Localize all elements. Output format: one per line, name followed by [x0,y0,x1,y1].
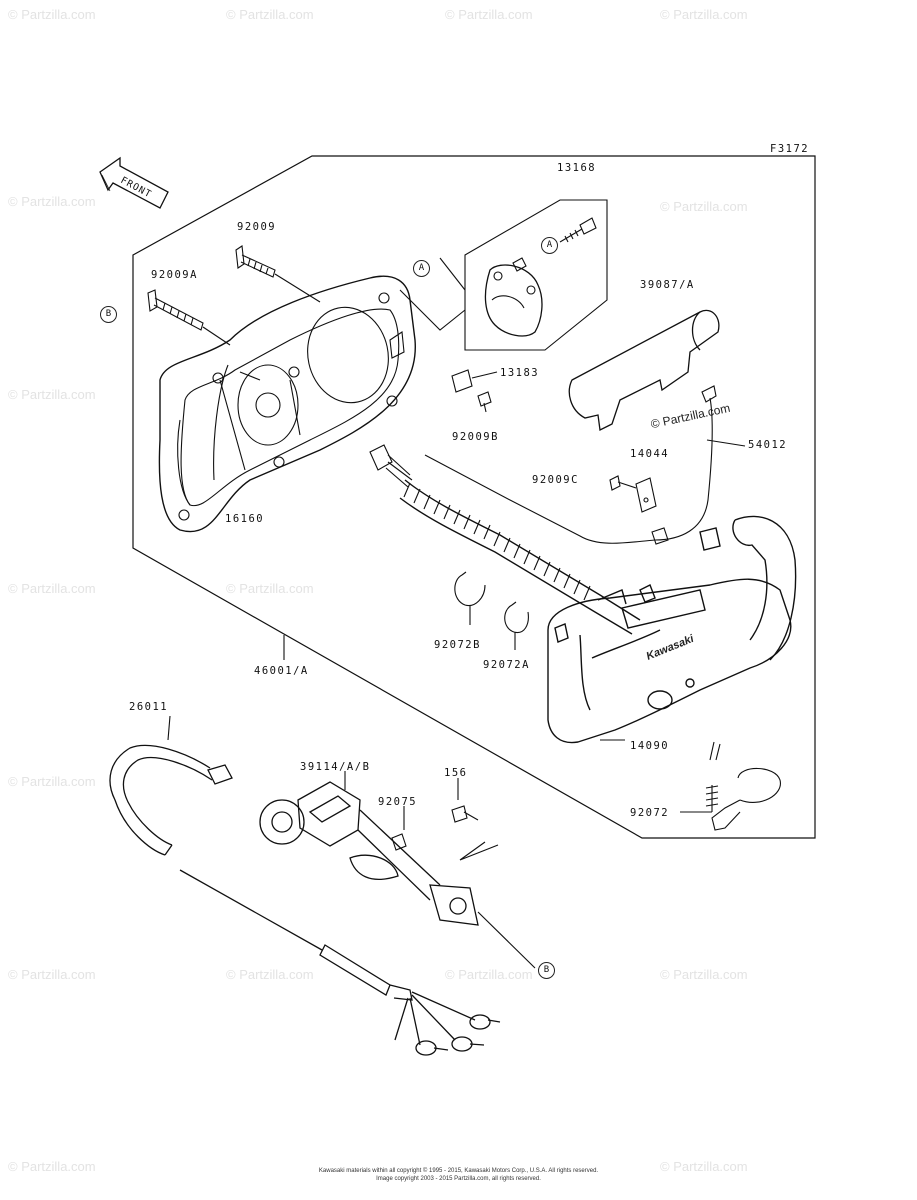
handle-grip-14090 [547,515,797,744]
part-label-46001a: 46001/A [254,665,309,677]
part-label-39087a: 39087/A [640,279,695,291]
watermark-text: © Partzilla.com [8,7,96,22]
bolt-13168 [559,217,597,243]
cover-39087a [568,309,720,431]
watermark-text: © Partzilla.com [445,7,533,22]
watermark-text: © Partzilla.com [660,1159,748,1174]
watermark-text: © Partzilla.com [226,7,314,22]
watermark-text: © Partzilla.com [8,194,96,209]
watermark-text: © Partzilla.com [8,581,96,596]
callout-b: B [538,962,555,979]
case-housing-16160 [158,275,416,533]
watermark-text: © Partzilla.com [8,967,96,982]
front-label: FRONT [119,175,154,200]
copyright-line: Image copyright 2003 - 2015 Partzilla.co… [376,1176,541,1182]
copyright-line: Kawasaki materials within all copyright … [318,1168,599,1174]
clamp-92072b [454,571,486,607]
clamp-92072 [705,741,781,831]
watermark-text: © Partzilla.com [8,387,96,402]
harness-26011 [109,744,501,1056]
bolt-92009b [477,391,492,413]
part-label-14090: 14090 [630,740,670,752]
callout-a: A [541,237,558,254]
part-label-14044: 14044 [630,448,670,460]
bolt-92009c [609,475,637,491]
part-label-92072a: 92072A [483,659,530,671]
assembly-frame [132,155,816,839]
watermark-text: © Partzilla.com [660,7,748,22]
watermark-text: © Partzilla.com [8,774,96,789]
part-label-26011: 26011 [129,701,169,713]
screw-92075 [391,833,407,851]
corrugated-tube [399,479,641,635]
part-label-13168: 13168 [557,162,597,174]
part-label-92075: 92075 [378,796,418,808]
watermark-text: © Partzilla.com [226,967,314,982]
watermark-text: © Partzilla.com [226,581,314,596]
connector-plug [369,444,413,488]
part-label-92009a: 92009A [151,269,198,281]
subassembly-bracket [464,199,608,351]
front-arrow [99,156,169,209]
part-label-16160: 16160 [225,513,265,525]
part-label-92009b: 92009B [452,431,499,443]
watermark-text: © Partzilla.com [445,967,533,982]
callout-b: B [100,306,117,323]
part-label-92072b: 92072B [434,639,481,651]
clip-13183 [451,369,473,393]
bracket-13168 [484,257,543,337]
bolt-92009 [235,245,276,278]
bolt-92009a [147,289,204,331]
part-label-92072: 92072 [630,807,670,819]
clamp-92072a [504,601,529,634]
part-label-54012: 54012 [748,439,788,451]
part-label-39114: 39114/A/B [300,761,371,773]
callout-a: A [413,260,430,277]
part-label-13183: 13183 [500,367,540,379]
bracket-14044 [635,477,657,513]
part-label-92009c: 92009C [532,474,579,486]
figure-code: F3172 [770,143,810,155]
bolt-156 [451,805,479,823]
watermark-text: © Partzilla.com [660,967,748,982]
part-label-92009: 92009 [237,221,277,233]
cable-54012 [424,385,746,545]
watermark-text: © Partzilla.com [660,199,748,214]
watermark-text: © Partzilla.com [8,1159,96,1174]
brand-logo: Kawasaki [645,633,697,663]
sensor-39114 [259,781,479,926]
part-label-156: 156 [444,767,468,779]
